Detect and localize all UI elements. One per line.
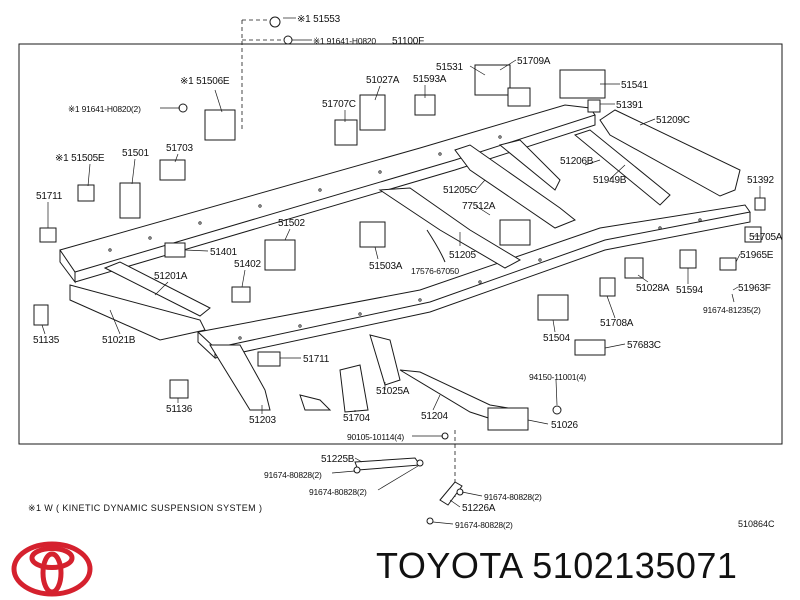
part-label: 51027A bbox=[366, 75, 400, 86]
footnote-text: ※1 W ( KINETIC DYNAMIC SUSPENSION SYSTEM… bbox=[28, 503, 263, 513]
part-label: 51021B bbox=[102, 335, 136, 346]
part-label: 51204 bbox=[421, 411, 448, 422]
part-label: 91674-81235(2) bbox=[703, 305, 761, 315]
part-label: 51205C bbox=[443, 185, 477, 196]
crossmember-mid bbox=[378, 187, 522, 269]
diagram-border bbox=[18, 43, 783, 445]
part-label: 51025A bbox=[376, 386, 410, 397]
part-label: 51708A bbox=[600, 318, 634, 329]
part-label: 51203 bbox=[249, 415, 276, 426]
part-label: 91674-80828(2) bbox=[455, 520, 513, 530]
part-label: 91674-80828(2) bbox=[264, 470, 322, 480]
part-label: 17576-67050 bbox=[411, 266, 459, 276]
part-label: 51711 bbox=[36, 191, 63, 202]
part-label: 91674-80828(2) bbox=[309, 487, 367, 497]
part-label: 51206B bbox=[560, 156, 594, 167]
part-label: 51963F bbox=[738, 283, 771, 294]
part-label: 51392 bbox=[747, 175, 774, 186]
part-label: ※1 91641-H0820 bbox=[313, 36, 376, 46]
part-label: ※1 91641-H0820(2) bbox=[68, 104, 141, 114]
part-label: 51135 bbox=[33, 335, 60, 346]
part-label: 51401 bbox=[210, 247, 237, 258]
part-label: 51100F bbox=[392, 36, 424, 47]
part-label: 51504 bbox=[543, 333, 570, 344]
part-label: ※1 51553 bbox=[297, 14, 340, 25]
part-label: 51705A bbox=[749, 232, 783, 243]
crossmember-rear bbox=[599, 109, 741, 197]
part-label: 51028A bbox=[636, 283, 670, 294]
part-label: 51225B bbox=[321, 454, 355, 465]
part-label: 51709A bbox=[517, 56, 551, 67]
part-label: 51501 bbox=[122, 148, 149, 159]
part-label: 51541 bbox=[621, 80, 648, 91]
part-label: 51965E bbox=[740, 250, 774, 261]
part-label: 57683C bbox=[627, 340, 661, 351]
part-label: 51226A bbox=[462, 503, 496, 514]
part-label: ※1 51505E bbox=[55, 153, 105, 164]
part-label: 51949B bbox=[593, 175, 627, 186]
part-label: 51391 bbox=[616, 100, 643, 111]
part-label: 77512A bbox=[462, 201, 496, 212]
part-label: 51704 bbox=[343, 413, 370, 424]
part-label: 51026 bbox=[551, 420, 578, 431]
part-label: 51703 bbox=[166, 143, 193, 154]
part-label: 51594 bbox=[676, 285, 703, 296]
part-label: 90105-10114(4) bbox=[347, 432, 405, 442]
part-label: 51707C bbox=[322, 99, 356, 110]
part-label: 51209C bbox=[656, 115, 690, 126]
part-label: 51593A bbox=[413, 74, 447, 85]
part-label: 51205 bbox=[449, 250, 476, 261]
illustration-code: 510864C bbox=[738, 519, 775, 529]
part-label: 51502 bbox=[278, 218, 305, 229]
part-label: ※1 51506E bbox=[180, 76, 230, 87]
part-label: 51531 bbox=[436, 62, 463, 73]
brand-part-number: TOYOTA 5102135071 bbox=[376, 545, 738, 586]
part-label: 51503A bbox=[369, 261, 403, 272]
part-label: 51201A bbox=[154, 271, 188, 282]
part-label: 91674-80828(2) bbox=[484, 492, 542, 502]
part-label: 51711 bbox=[303, 354, 330, 365]
part-label: 51136 bbox=[166, 404, 193, 415]
part-label: 94150-11001(4) bbox=[529, 372, 587, 382]
part-label: 51402 bbox=[234, 259, 261, 270]
toyota-logo-icon bbox=[11, 541, 93, 597]
crossmember-front bbox=[103, 261, 211, 317]
